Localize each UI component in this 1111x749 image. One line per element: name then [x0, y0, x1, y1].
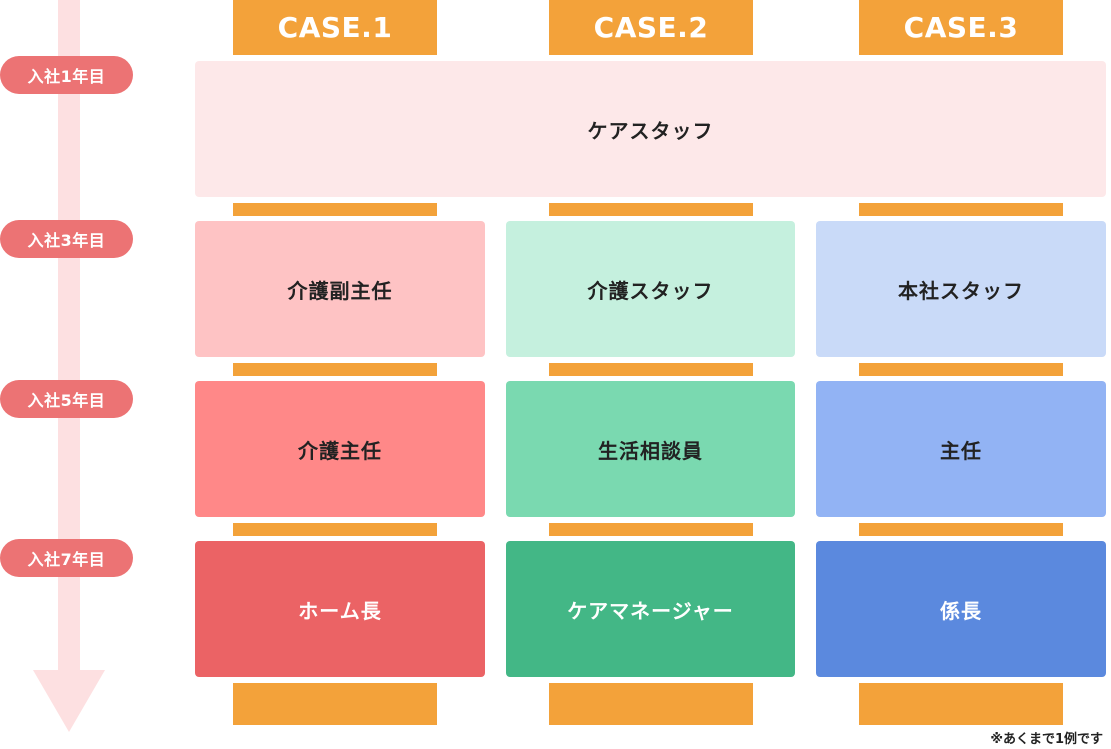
case-2-footer-block — [549, 683, 753, 725]
connector — [859, 523, 1063, 536]
card-case1-year3: 介護副主任 — [195, 221, 485, 357]
case-1-header: CASE.1 — [233, 0, 437, 55]
year-label-7: 入社7年目 — [0, 539, 133, 577]
connector — [549, 203, 753, 216]
case-3-header: CASE.3 — [859, 0, 1063, 55]
connector — [549, 523, 753, 536]
year-label-5: 入社5年目 — [0, 380, 133, 418]
case-3-footer-block — [859, 683, 1063, 725]
footnote: ※あくまで1例です — [990, 732, 1103, 747]
connector — [859, 363, 1063, 376]
connector — [233, 523, 437, 536]
timeline-arrow-head — [33, 670, 105, 732]
card-case2-year7: ケアマネージャー — [506, 541, 795, 677]
card-case3-year5: 主任 — [816, 381, 1106, 517]
card-case3-year3: 本社スタッフ — [816, 221, 1106, 357]
year-label-3: 入社3年目 — [0, 220, 133, 258]
case-1-footer-block — [233, 683, 437, 725]
card-year1-care-staff: ケアスタッフ — [195, 61, 1106, 197]
card-case3-year7: 係長 — [816, 541, 1106, 677]
case-2-header: CASE.2 — [549, 0, 753, 55]
card-case2-year5: 生活相談員 — [506, 381, 795, 517]
card-case2-year3: 介護スタッフ — [506, 221, 795, 357]
card-case1-year7: ホーム長 — [195, 541, 485, 677]
connector — [859, 203, 1063, 216]
connector — [233, 203, 437, 216]
connector — [233, 363, 437, 376]
year-label-1: 入社1年目 — [0, 56, 133, 94]
connector — [549, 363, 753, 376]
timeline-arrow-shaft — [58, 0, 80, 672]
card-case1-year5: 介護主任 — [195, 381, 485, 517]
